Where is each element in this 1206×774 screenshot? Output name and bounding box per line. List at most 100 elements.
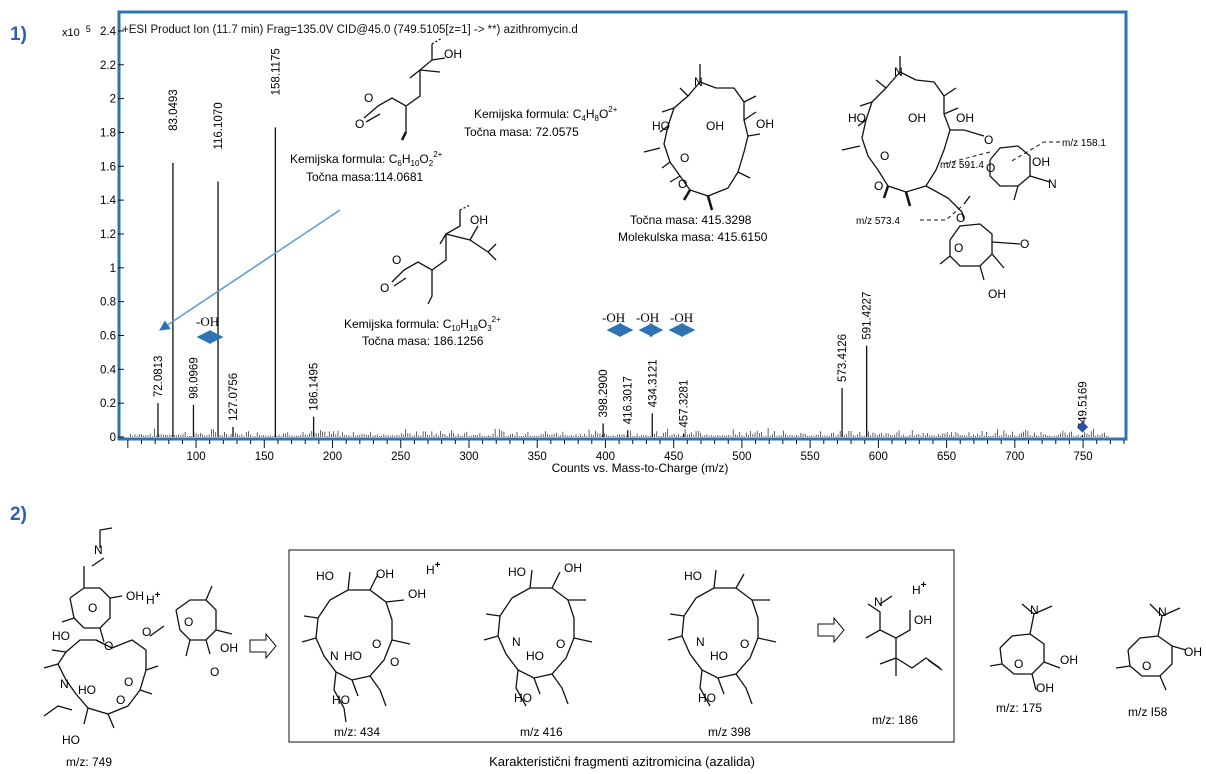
annot-c10-formula: Kemijska formula: C10H18O32+: [344, 315, 501, 333]
struct-o-1b: O: [355, 117, 364, 131]
p2-ho-2c: HO: [332, 693, 350, 707]
p2-ho-1b: HO: [78, 683, 96, 697]
chart-title: +ESI Product Ion (11.7 min) Frag=135.0V …: [122, 24, 578, 36]
frag-label-416: m/z 416: [520, 725, 563, 739]
label-mz-573: m/z 573.4: [856, 216, 900, 227]
annot-macro-mol: Molekulska masa: 415.6150: [618, 230, 768, 244]
label-mz-158: m/z 158.1: [1062, 138, 1106, 149]
y-tick-label: 0: [110, 432, 116, 444]
y-tick-label: 2.2: [100, 60, 116, 72]
peak-label: 186.1495: [309, 363, 321, 411]
struct-o-4: O: [880, 149, 889, 163]
x-tick-label: 500: [732, 451, 751, 463]
caption: Karakteristični fragmenti azitromicina (…: [489, 754, 755, 769]
x-tick-label: 300: [459, 451, 478, 463]
struct-o-4g: O: [954, 241, 963, 255]
x-tick-label: 400: [596, 451, 615, 463]
annot-c6-mass: Točna masa:114.0681: [306, 170, 424, 184]
struct-o-3: O: [680, 151, 689, 165]
p2-hplus-2: H+: [426, 560, 441, 577]
struct-oh-4d: OH: [988, 287, 1006, 301]
y-tick-label: 0.6: [100, 330, 116, 342]
peak-label: 434.3121: [647, 359, 659, 407]
p2-oh-3: OH: [564, 561, 582, 575]
peak-label: 416.3017: [623, 376, 635, 424]
p2-hplus-5: H+: [912, 580, 927, 597]
peak-label: 127.0756: [228, 373, 240, 421]
oh-loss-3: -OH: [636, 310, 659, 325]
peak-label: 573.4126: [837, 334, 849, 382]
reaction-arrow-2: [817, 616, 845, 644]
peak-label: 398.2900: [598, 369, 610, 417]
label-mz-591: m/z 591.4: [940, 160, 984, 171]
structure-macrocycle-415: [643, 64, 761, 211]
structure-frag-416: [483, 569, 593, 707]
y-tick-label: 1.4: [100, 195, 117, 207]
p2-ho-3b: HO: [526, 649, 544, 663]
p2-ho-4c: HO: [698, 691, 716, 705]
p2-oh-5: OH: [914, 613, 932, 627]
y-tick-label: 0.4: [100, 364, 117, 376]
p2-o-6: O: [1014, 657, 1023, 671]
structure-parent-749: [43, 527, 233, 729]
panel-label-2: 2): [10, 504, 27, 525]
struct-oh-1: OH: [444, 47, 462, 61]
y-tick-label: 2: [110, 94, 116, 106]
peaks: [157, 127, 1084, 437]
struct-o-4e: O: [956, 211, 965, 225]
y-tick-label: 2.4: [100, 26, 117, 38]
p2-oh-7: OH: [1184, 645, 1202, 659]
structure-frag-434: [301, 571, 411, 723]
p2-ho-4: HO: [684, 569, 702, 583]
struct-o-4d: O: [986, 161, 995, 175]
p2-o-1e: O: [116, 693, 125, 707]
p2-o-3: O: [556, 637, 565, 651]
x-tick-label: 100: [186, 451, 205, 463]
struct-o-2: O: [392, 253, 401, 267]
x-tick-label: 150: [255, 451, 274, 463]
struct-n-4: N: [894, 65, 903, 79]
annot-c6-formula: Kemijska formula: C6H10O22+: [290, 150, 443, 168]
structure-azithromycin: [841, 56, 1051, 281]
annot-macro-exact: Točna masa: 415.3298: [630, 213, 752, 227]
p2-oh-2: OH: [376, 567, 394, 581]
struct-n-3: N: [694, 75, 703, 89]
struct-o-4b: O: [874, 179, 883, 193]
reaction-arrow-1: [249, 632, 277, 660]
y-axis: 00.20.40.60.811.21.41.61.822.22.4: [100, 26, 124, 444]
y-tick-label: 1.2: [100, 229, 116, 241]
peak-label: 83.0493: [168, 89, 180, 131]
x-tick-label: 700: [1005, 451, 1024, 463]
peak-label: 749.5169: [1077, 381, 1089, 429]
x-tick-label: 750: [1073, 451, 1092, 463]
struct-o-4f: O: [1020, 237, 1029, 251]
structure-c6h10o2: [363, 37, 446, 141]
baseline-noise: [130, 428, 1110, 437]
panel-label-1: 1): [10, 24, 27, 45]
p2-o-1c: O: [142, 625, 151, 639]
x-tick-label: 600: [869, 451, 888, 463]
struct-o-1: O: [364, 91, 373, 105]
p2-n-1b: N: [60, 677, 69, 691]
struct-oh-3b: OH: [756, 117, 774, 131]
struct-o-4c: O: [984, 133, 993, 147]
precursor-marker: [1076, 421, 1089, 433]
y-tick-label: 1.8: [100, 127, 116, 139]
x-tick-label: 450: [664, 451, 683, 463]
frag-label-158: m/z I58: [1128, 705, 1168, 719]
struct-n-4b: N: [1048, 177, 1057, 191]
p2-ome-1: O: [210, 665, 219, 679]
struct-oh-4a: OH: [908, 111, 926, 125]
x-tick-label: 350: [528, 451, 547, 463]
p2-o-1: O: [88, 601, 97, 615]
x-tick-label: 250: [391, 451, 410, 463]
peak-label: 457.3281: [679, 380, 691, 428]
structure-frag-158: [1115, 603, 1187, 691]
x-axis-label: Counts vs. Mass-to-Charge (m/z): [552, 461, 729, 475]
p2-ho-3: HO: [508, 565, 526, 579]
p2-o-1b: O: [104, 639, 113, 653]
p2-oh-6b: OH: [1036, 681, 1054, 695]
